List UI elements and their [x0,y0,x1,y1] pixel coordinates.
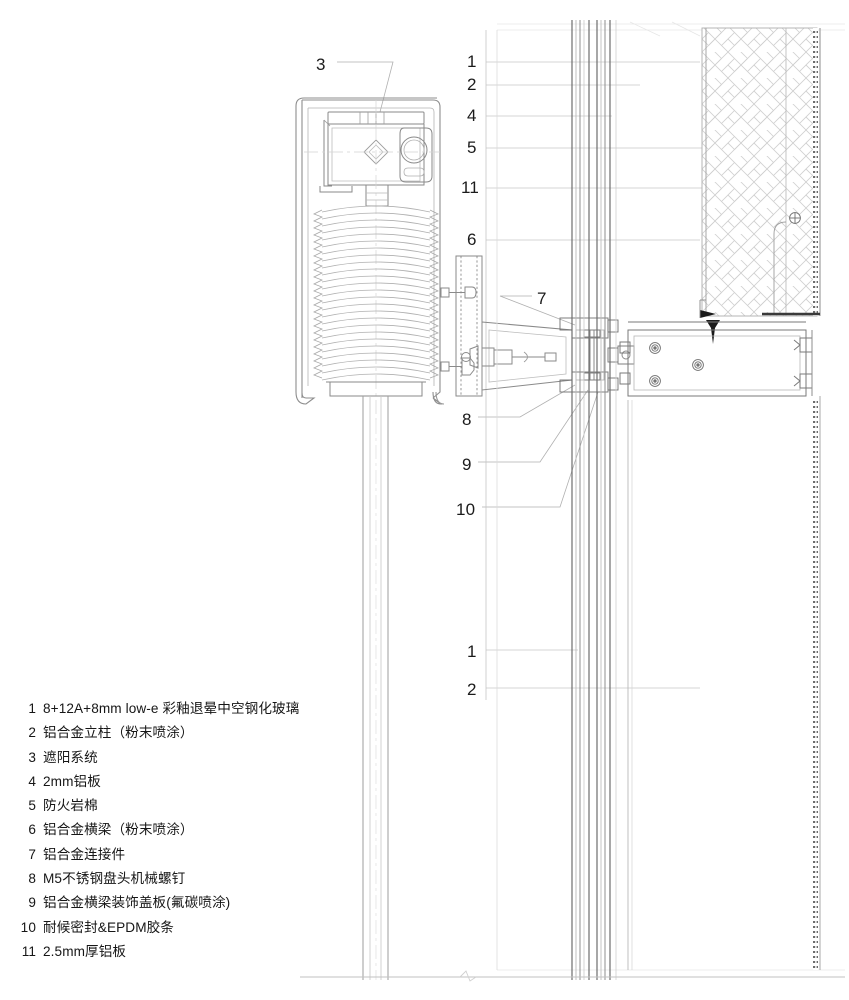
legend-item-label: 铝合金横梁（粉末喷涂） [43,822,194,838]
legend-item-number: 5 [28,798,36,814]
legend-item: 11 2.5mm厚铝板 [0,945,340,969]
legend-item-label: 8+12A+8mm low-e 彩釉退晕中空钢化玻璃 [43,701,300,716]
callout-2-bottom: 2 [467,680,477,699]
callout-6: 6 [467,230,477,249]
callout-11: 11 [461,178,480,197]
legend-item: 8 M5不锈钢盘头机械螺钉 [0,872,340,896]
shading-system-housing [295,97,445,405]
callout-9: 9 [462,455,472,474]
legend-item: 1 8+12A+8mm low-e 彩釉退晕中空钢化玻璃 [0,702,340,726]
callout-10: 10 [456,500,476,519]
shade-drop-pole [362,396,389,980]
legend-item: 9 铝合金横梁装饰盖板(氟碳喷涂) [0,896,340,920]
callout-4: 4 [467,106,477,125]
horizontal-transom-box [619,321,821,970]
legend-item-number: 6 [28,822,36,838]
legend-item-number: 7 [28,846,36,862]
legend-item: 3 遮阳系统 [0,749,340,775]
legend-item: 6 铝合金横梁（粉末喷涂） [0,823,340,847]
legend-item-label: 遮阳系统 [43,749,98,765]
legend-item-label: 铝合金立柱（粉末喷涂） [43,725,194,741]
legend-item-number: 8 [28,871,36,887]
legend-item-number: 10 [20,919,36,935]
callout-1-bottom: 1 [467,642,477,661]
transom-box-bolts-right [793,337,813,389]
callout-7: 7 [537,289,547,308]
glazing-unit [571,20,617,980]
aluminium-connector [461,321,573,391]
legend-item-number: 11 [21,943,36,959]
legend-item: 5 防火岩棉 [0,799,340,823]
legend-item: 2 铝合金立柱（粉末喷涂） [0,726,340,750]
base-line [300,970,845,982]
bracket-bolt-upper [440,286,477,299]
rock-wool-panel [701,27,821,317]
leader-lines [337,30,806,700]
legend-item: 10 耐候密封&EPDM胶条 [0,921,340,945]
insulation-anchor-pins [700,310,720,344]
legend-item-label: M5不锈钢盘头机械螺钉 [43,871,186,887]
legend-item-label: 铝合金连接件 [43,846,126,862]
callout-3: 3 [316,55,326,74]
legend-item-label: 2mm铝板 [43,773,101,789]
legend-item-number: 4 [28,773,36,789]
legend-item-number: 2 [28,725,36,741]
callout-2-top: 2 [467,75,477,94]
legend-item-number: 1 [28,701,36,716]
callout-8: 8 [462,410,472,429]
legend-item-number: 9 [28,895,36,911]
legend-item: 4 2mm铝板 [0,775,340,799]
legend-item-label: 耐候密封&EPDM胶条 [43,919,175,935]
lower-panel-edges [496,30,633,970]
legend-item-label: 铝合金横梁装饰盖板(氟碳喷涂) [43,895,231,911]
legend-item-number: 3 [28,749,36,765]
legend: 1 8+12A+8mm low-e 彩釉退晕中空钢化玻璃 2 铝合金立柱（粉末喷… [0,702,340,969]
shading-louvre-stack [313,205,439,397]
transom-box-bolts-left [619,341,631,385]
shade-head-box [304,100,440,420]
bracket-plate [440,255,483,397]
callout-5: 5 [467,138,477,157]
legend-item-label: 2.5mm厚铝板 [43,943,127,959]
legend-item-label: 防火岩棉 [43,798,98,814]
legend-item: 7 铝合金连接件 [0,848,340,872]
callout-1-top: 1 [467,52,477,71]
